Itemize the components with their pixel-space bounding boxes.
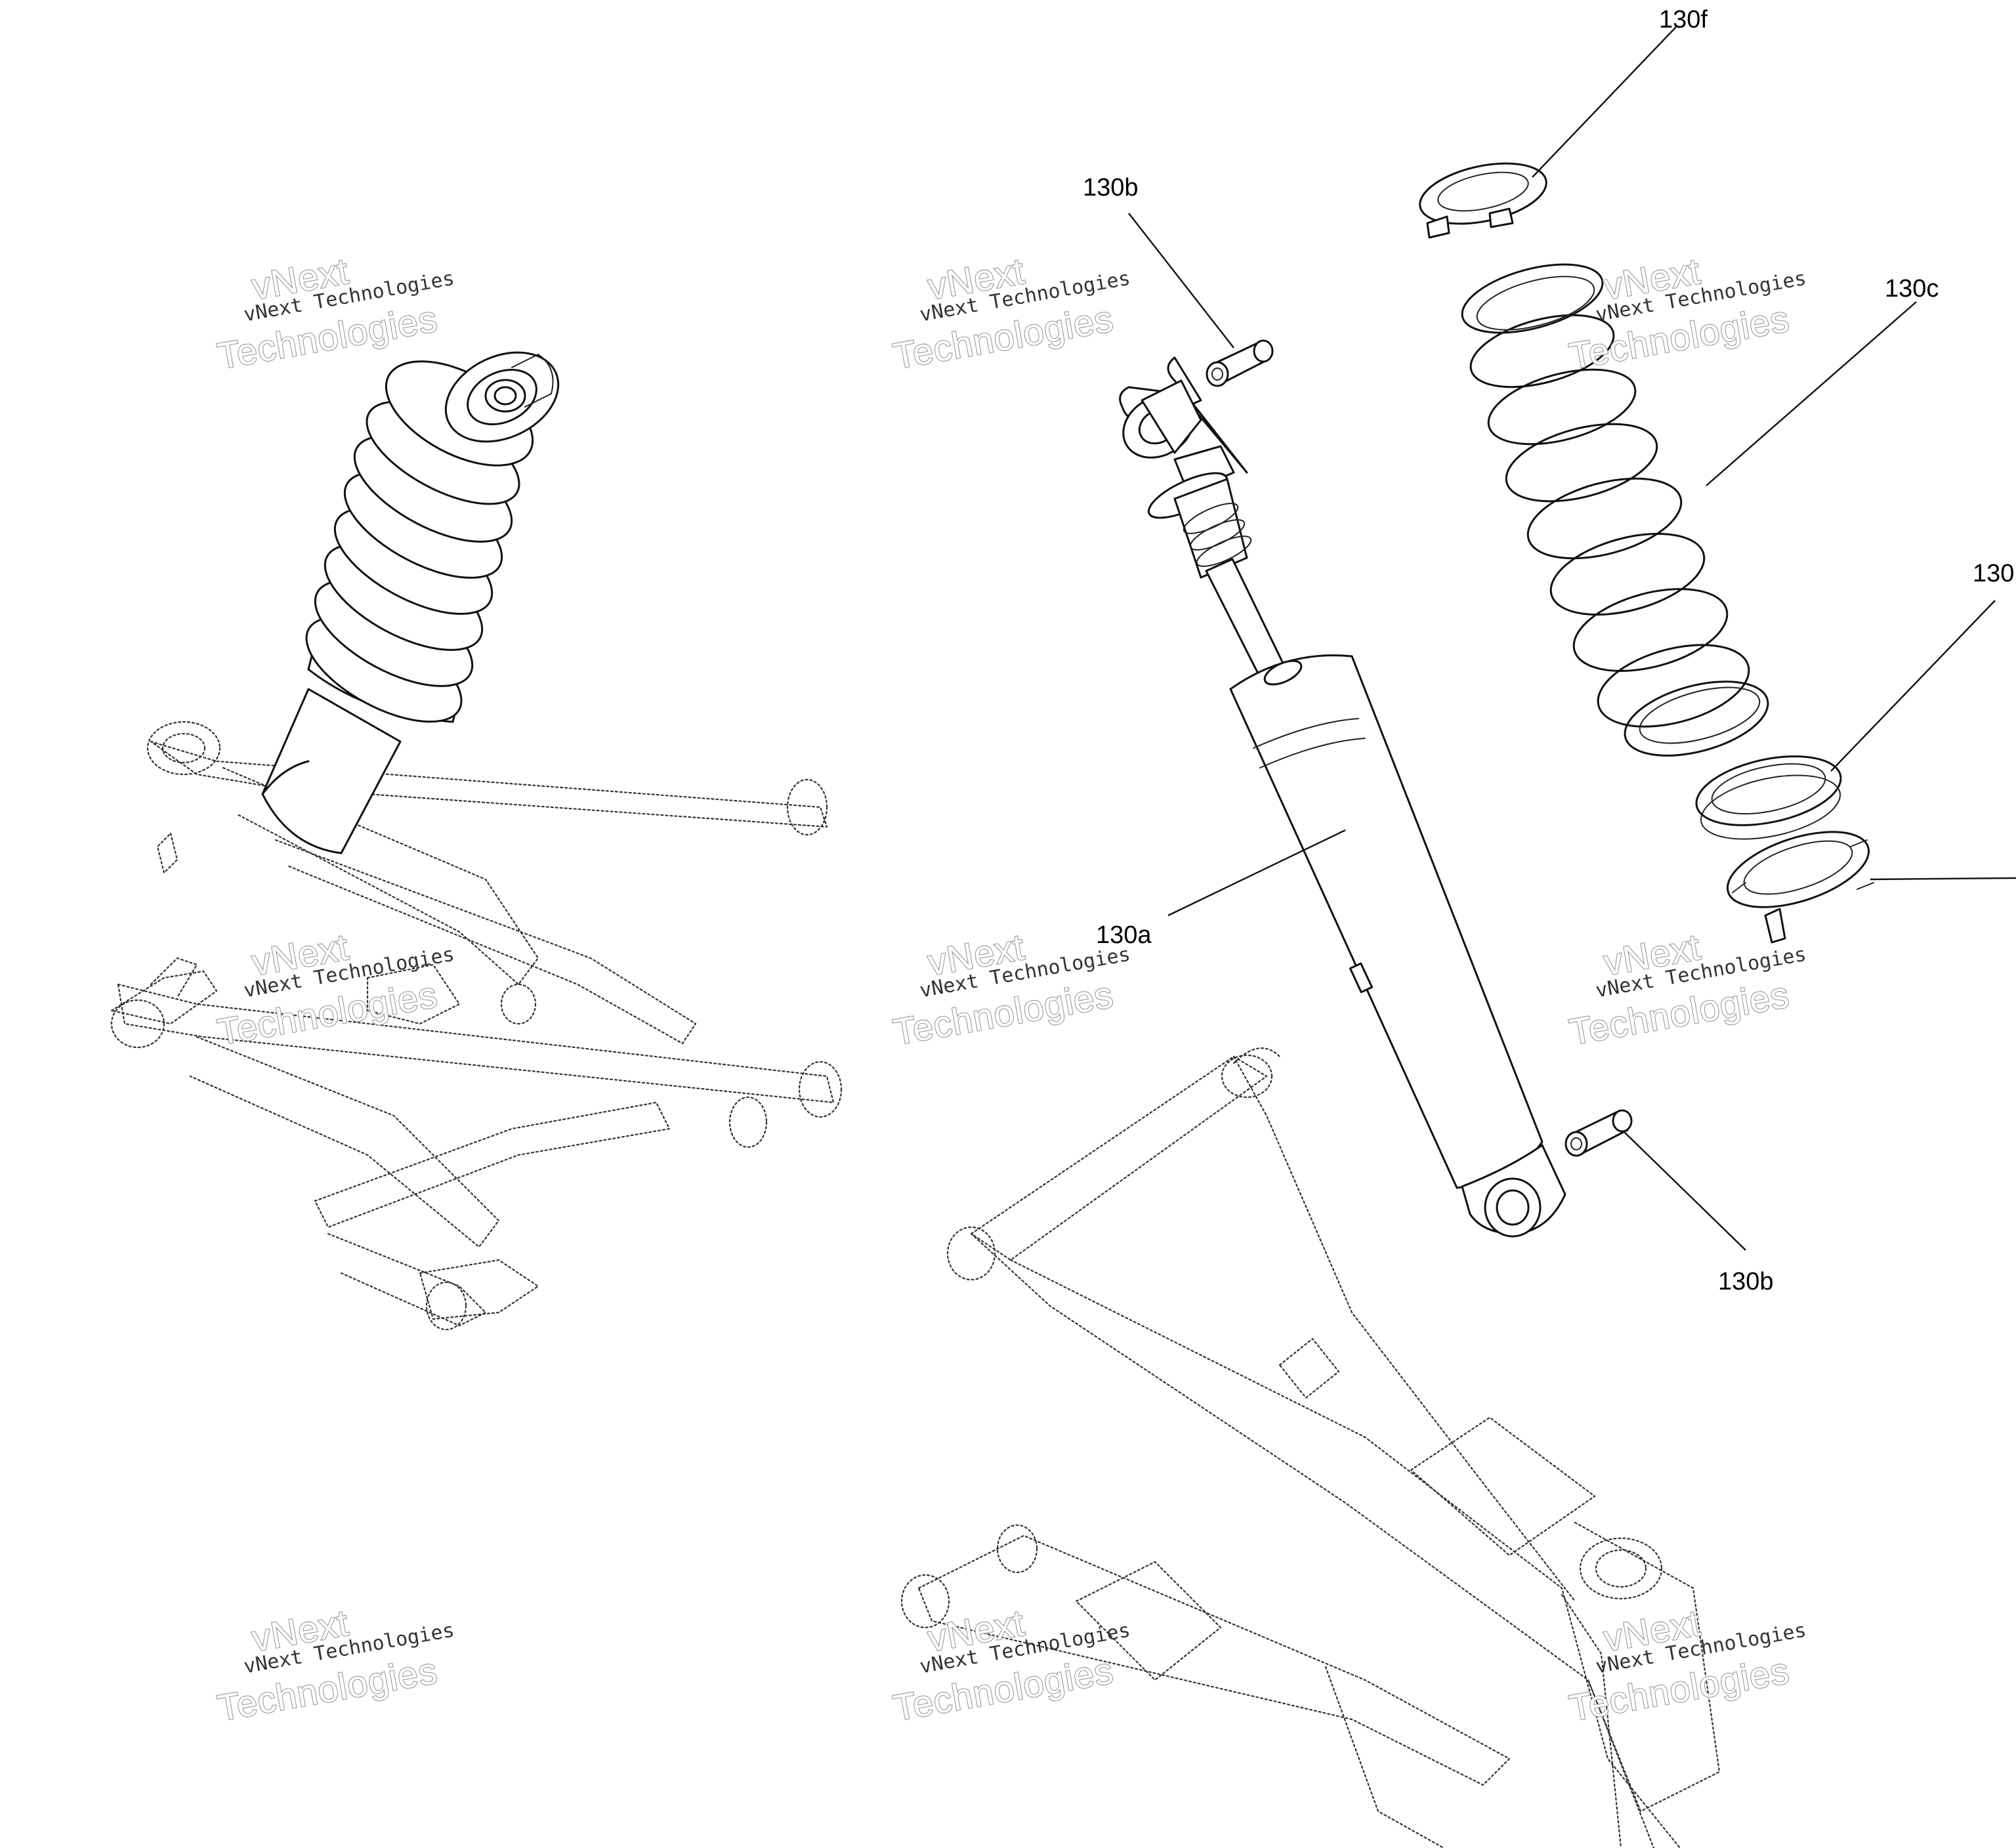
coil-spring bbox=[1461, 263, 1769, 757]
watermark-7: vNext vNext Technologies Technologies bbox=[214, 1601, 456, 1730]
callout-130c: 130c bbox=[1885, 275, 1939, 303]
watermark-8: vNext vNext Technologies Technologies bbox=[890, 1601, 1132, 1730]
damper-body bbox=[1119, 356, 1566, 1238]
bushing-top bbox=[1206, 339, 1274, 387]
assembled-lower-a-arm bbox=[110, 721, 843, 1331]
spring-seat bbox=[1695, 755, 1842, 840]
watermark-4: vNext vNext Technologies Technologies bbox=[214, 925, 456, 1054]
callout-130-edge: 130 bbox=[1973, 560, 2014, 587]
preload-adjuster-nut bbox=[1726, 831, 1874, 944]
spring-retainer-top bbox=[1419, 162, 1547, 239]
watermark-1: vNext vNext Technologies Technologies bbox=[214, 249, 456, 378]
bushing-bottom bbox=[1564, 1109, 1633, 1157]
callout-labels: 130f 130b 130c 130 130a 130b bbox=[1083, 6, 2014, 1295]
callout-130a: 130a bbox=[1096, 921, 1152, 949]
exploded-parts-view: 130f 130b 130c 130 130a 130b bbox=[900, 6, 2016, 1848]
leader-lines bbox=[1128, 26, 2016, 1251]
assembled-coilover-shock bbox=[261, 351, 560, 854]
callout-130f: 130f bbox=[1659, 6, 1708, 33]
watermark-9: vNext vNext Technologies Technologies bbox=[1566, 1601, 1808, 1730]
callout-130b-bottom: 130b bbox=[1718, 1268, 1774, 1295]
assembled-suspension-view bbox=[110, 351, 843, 1331]
watermark-2: vNext vNext Technologies Technologies bbox=[890, 249, 1132, 378]
watermark-3: vNext vNext Technologies Technologies bbox=[1566, 249, 1808, 378]
callout-130b-top: 130b bbox=[1083, 174, 1139, 201]
assembled-spring-coils bbox=[305, 360, 534, 723]
lower-a-arm-frame bbox=[900, 1047, 1721, 1848]
